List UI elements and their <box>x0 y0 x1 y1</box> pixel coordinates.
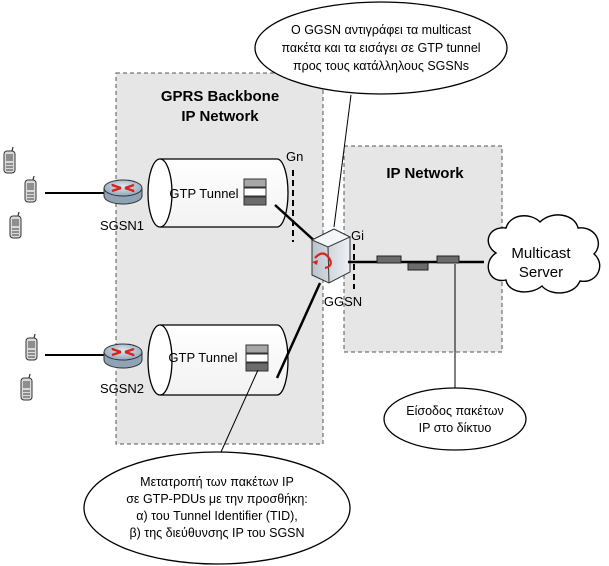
gtp-tunnel-bottom <box>147 324 289 396</box>
ip-packet <box>436 255 460 264</box>
gtp-tunnel-top <box>147 158 289 228</box>
ip-packet <box>376 255 402 264</box>
callout-ggsn-line2: πακέτα και τα εισάγει σε GTP tunnel <box>281 41 480 55</box>
link-top-tunnel-ggsn <box>274 204 319 245</box>
callout-ip-entry-line1: Είσοδος πακέτων <box>406 404 503 418</box>
callout-conversion-pointer <box>220 369 259 453</box>
callout-ip-entry-line2: IP στο δίκτυο <box>419 421 492 435</box>
callout-ggsn-line3: προς τους κατάλληλους SGSNs <box>293 59 469 73</box>
ggsn-label: GGSN <box>324 294 362 309</box>
callout-conversion-line3: α) του Tunnel Identifier (TID), <box>136 509 297 523</box>
ip-network-region <box>343 145 503 353</box>
sgsn2-label: SGSN2 <box>100 381 144 396</box>
gtp-packet-stack-bottom <box>245 344 269 372</box>
callout-conversion-line2: σε GTP-PDUs με την προσθήκη: <box>126 492 308 506</box>
mobile-phone-icon <box>20 373 33 401</box>
cloud-icon <box>487 214 601 294</box>
callout-conversion-line4: β) της διεύθυνσης IP του SGSN <box>129 526 304 540</box>
gtp-tunnel-bottom-label: GTP Tunnel <box>168 350 237 365</box>
gi-label: Gi <box>351 228 364 243</box>
ip-packet <box>407 262 429 271</box>
router-icon <box>102 342 144 370</box>
ggsn-switch-icon <box>310 228 352 284</box>
gtp-packet-stack-top <box>243 178 267 206</box>
mobile-phone-icon <box>9 211 22 239</box>
mobile-phone-icon <box>24 175 37 203</box>
callout-ggsn-line1: Ο GGSN αντιγράφει τα multicast <box>291 23 471 37</box>
ip-network-title: IP Network <box>386 165 464 182</box>
multicast-server-label-line1: Multicast <box>511 245 571 262</box>
gn-label: Gn <box>286 149 303 164</box>
mobile-phone-icon <box>25 333 38 361</box>
callout-conversion <box>83 451 351 565</box>
callout-ggsn-pointer <box>333 94 352 228</box>
gprs-backbone-title-line2: IP Network <box>181 108 259 125</box>
callout-ggsn-note <box>254 1 508 95</box>
mobile-phone-icon <box>3 146 16 174</box>
sgsn1-label: SGSN1 <box>100 218 144 233</box>
gprs-backbone-title-line1: GPRS Backbone <box>161 88 279 105</box>
callout-ip-entry <box>383 387 527 451</box>
multicast-server-label-line2: Server <box>519 264 563 281</box>
link-bottom-tunnel-ggsn <box>275 282 322 379</box>
router-icon <box>102 178 144 206</box>
callout-conversion-line1: Μετατροπή των πακέτων IP <box>140 475 294 489</box>
gtp-tunnel-top-label: GTP Tunnel <box>169 186 238 201</box>
